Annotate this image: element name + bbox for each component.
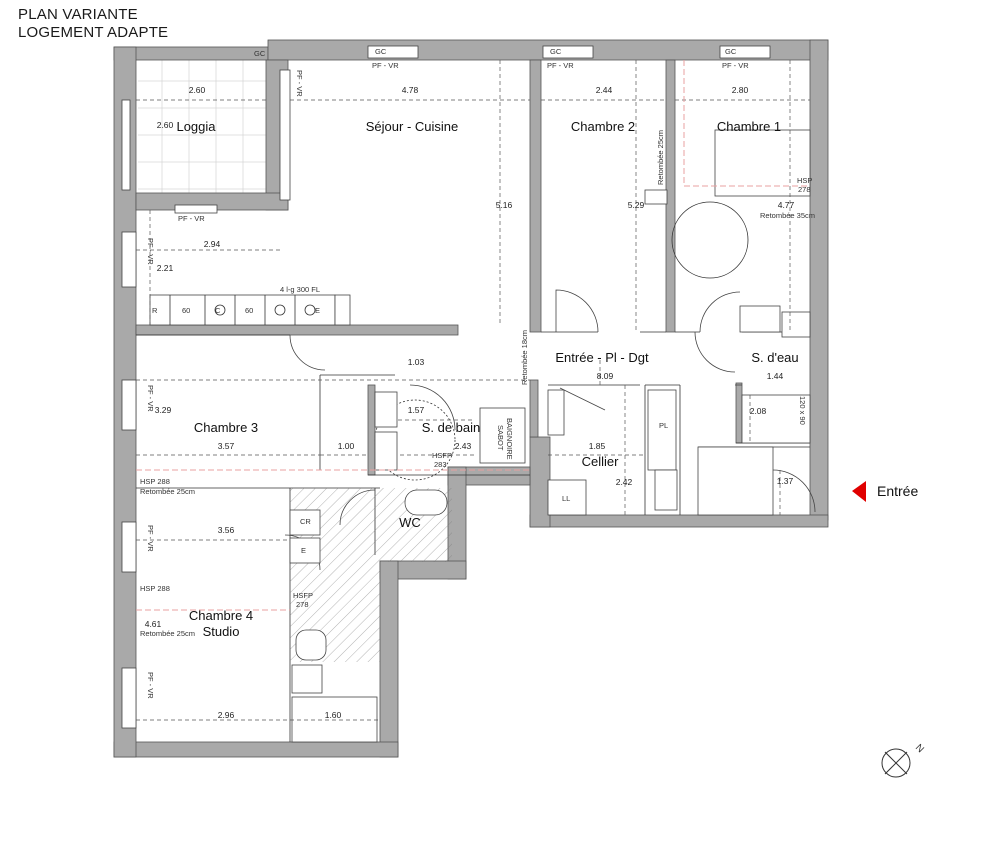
kitchen-e: E [315,306,320,315]
room-cellier: Cellier [582,454,620,469]
partitions [136,331,810,742]
dim-label: 5.16 [496,200,513,210]
hsp288-a: HSP 288 [140,477,170,486]
dim-label: 5.29 [628,200,645,210]
dim-label: 2.60 [189,85,206,95]
dim-label: 2.94 [204,239,221,249]
room-wc: WC [399,515,421,530]
pfvr-side: PF - VR [146,672,155,699]
dimensions: 2.60 2.60 4.78 2.44 2.80 5.16 5.29 4.77 … [145,85,795,720]
room-sejour: Séjour - Cuisine [366,119,459,134]
dim-label: 2.21 [157,263,174,273]
pfvr-side: PF - VR [146,385,155,412]
gc-note: GC [375,47,387,56]
hsfp278-l1: HSFP [293,591,313,600]
dim-label: 4.77 [778,200,795,210]
kitchen-note: 4 l-g 300 FL [280,285,320,294]
entrance-arrow-icon [852,481,866,502]
hsfp278-l2: 278 [296,600,309,609]
cr-note: CR [300,517,311,526]
dim-label: 1.57 [408,405,425,415]
compass-n: N [913,742,926,755]
room-chambre1: Chambre 1 [717,119,781,134]
retombee18-note: Retombée 18cm [520,330,529,385]
hsfp283-l1: HSFP [432,451,452,460]
windows [121,45,771,729]
dim-label: 2.44 [596,85,613,95]
pl-note: PL [659,421,668,430]
pfvr-note: PF - VR [178,214,205,223]
retombee-lines [136,60,810,611]
pfvr-note: PF - VR [547,61,574,70]
dimension-guides [136,60,810,721]
loggia-floor [138,60,266,193]
kitchen-r: R [152,306,158,315]
compass-icon: N [881,742,926,778]
entrance-label: Entrée [877,483,919,499]
dim-label: 1.60 [325,710,342,720]
dim-label: 1.03 [408,357,425,367]
baignoire-l2: SABOT [496,425,505,451]
shower-note: 120 x 90 [798,396,807,425]
dim-label: 3.56 [218,525,235,535]
dim-label: 1.85 [589,441,606,451]
dim-label: 3.29 [155,405,172,415]
dim-label: 1.44 [767,371,784,381]
room-chambre4: Chambre 4 [189,608,253,623]
hsp288-b: HSP 288 [140,584,170,593]
hsfp283-l2: 283 [434,460,447,469]
retombee35-note: Retombée 35cm [760,211,815,220]
dim-label: 1.00 [338,441,355,451]
pfvr-side: PF - VR [146,525,155,552]
dim-label: 4.61 [145,619,162,629]
kitchen-60a: 60 [182,306,190,315]
hsp278-l1: HSP [797,176,812,185]
ll-note: LL [562,494,570,503]
room-entree-dgt: Entrée - Pl - Dgt [555,350,649,365]
retombee25-c2: Retombée 25cm [656,130,665,185]
dim-label: 4.78 [402,85,419,95]
kitchen-60b: 60 [245,306,253,315]
retombee25-a: Retombée 25cm [140,487,195,496]
pfvr-note: PF - VR [372,61,399,70]
retombee25-b: Retombée 25cm [140,629,195,638]
baignoire-l1: BAIGNOIRE [505,418,514,460]
dim-label: 2.42 [616,477,633,487]
dim-label: 2.96 [218,710,235,720]
room-loggia: Loggia [176,119,216,134]
dim-label: 2.08 [750,406,767,416]
pfvr-note: PF - VR [722,61,749,70]
kitchen-c: C [215,306,221,315]
plan-title: PLAN VARIANTE [18,6,138,23]
fixtures [289,129,811,743]
annotations: GC GC GC GC PF - VR PF - VR PF - VR PF -… [140,47,815,699]
dim-label: 2.60 [157,120,174,130]
gc-note: GC [254,49,266,58]
room-chambre3: Chambre 3 [194,420,258,435]
room-chambre2: Chambre 2 [571,119,635,134]
e-note: E [301,546,306,555]
plan-subtitle: LOGEMENT ADAPTE [18,24,169,41]
room-sdebain: S. de bain [422,420,481,435]
kitchen-counter [149,294,351,326]
dim-label: 2.43 [455,441,472,451]
gc-note: GC [550,47,562,56]
dim-label: 2.80 [732,85,749,95]
dim-label: 8.09 [597,371,614,381]
room-sdeau: S. d'eau [751,350,798,365]
pfvr-side: PF - VR [295,70,304,97]
hsp278-l2: 278 [798,185,811,194]
gc-note: GC [725,47,737,56]
pfvr-side: PF - VR [146,238,155,265]
turning-circle-chambre1 [671,201,749,279]
dim-label: 3.57 [218,441,235,451]
dim-label: 1.37 [777,476,794,486]
room-studio: Studio [203,624,240,639]
